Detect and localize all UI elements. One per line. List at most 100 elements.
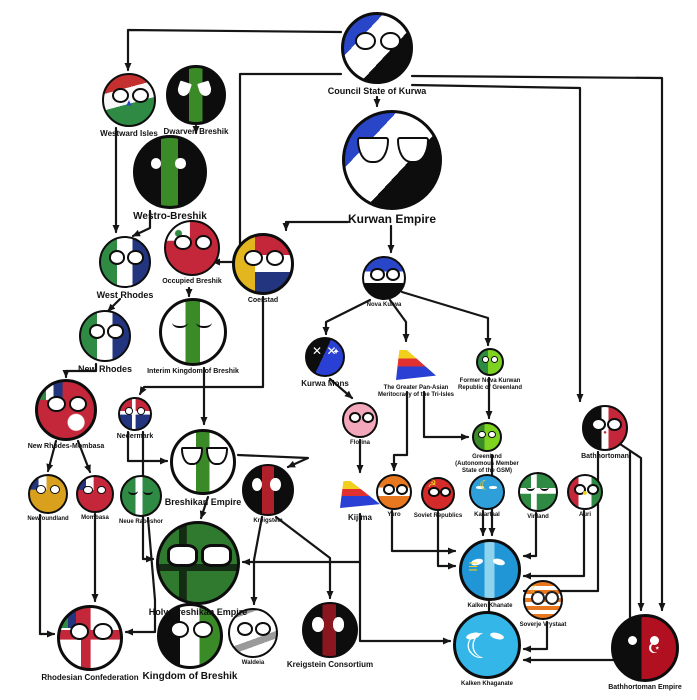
eye-icon (586, 484, 599, 496)
eye-icon (206, 447, 228, 466)
mombasa-label: Mombasa (81, 515, 109, 521)
eye-icon (265, 250, 285, 267)
eye-icon (49, 485, 60, 495)
arrow-14 (138, 295, 265, 396)
arrow-15 (322, 298, 372, 336)
arrow-3 (410, 74, 666, 612)
arrow-42 (38, 513, 56, 638)
arrow-44 (124, 516, 157, 636)
bathhortoman-empire-label: Bathhortoman Empire (608, 684, 682, 691)
eye-icon (35, 485, 46, 495)
waldeia-label: Waldeia (241, 660, 265, 666)
eye-icon (396, 136, 429, 164)
breshikan-empire-label: Breshikan Empire (164, 497, 242, 507)
arrow-41 (76, 439, 92, 474)
nova-kurwa-ball (362, 256, 406, 300)
arrow-47 (274, 515, 334, 600)
arrow-7 (211, 72, 343, 266)
dwarven-breshik-label: Dwarven Breshik (163, 127, 229, 136)
eye-icon (383, 484, 396, 496)
arrow-12 (62, 362, 98, 379)
eye-icon (489, 631, 505, 641)
waldeia-ball (228, 608, 278, 658)
arrow-46 (250, 515, 264, 606)
eye-icon (470, 557, 484, 566)
eye-icon (196, 317, 213, 329)
vinland-label: Vinland (527, 514, 549, 520)
new-rhodes-mombasa-label: New Rhodes-Mombasa (27, 443, 105, 450)
arrow-17 (400, 290, 492, 347)
eye-icon (136, 406, 146, 415)
eye-icon (107, 324, 124, 339)
yuro-ball (376, 474, 412, 510)
arrow-30 (618, 442, 645, 612)
kingdom-of-breshik-label: Kingdom of Breshik (142, 671, 238, 682)
eye-icon (465, 631, 481, 641)
eye-icon (478, 430, 486, 438)
greenland-autonomous-label: Greenland (Autonomous Member State of th… (455, 454, 519, 475)
vinland-ball (518, 472, 558, 512)
kreigstein-consortium-ball (302, 602, 358, 658)
dwarven-breshik-ball (166, 65, 226, 125)
eye-icon (386, 268, 401, 281)
auri-label: Auri (579, 512, 591, 518)
breshikan-empire-ball (170, 429, 236, 495)
eye-icon (180, 447, 203, 466)
eye-icon (174, 235, 192, 251)
interim-kingdom-of-breshik-label: Interim Kingdom of Breshik (147, 368, 239, 375)
eye-icon (439, 486, 452, 498)
kalken-khanate-ball: ☰ (459, 539, 521, 601)
eye-icon (175, 158, 186, 169)
eye-icon (530, 591, 545, 606)
eye-icon (354, 31, 376, 51)
eye-icon (255, 621, 272, 636)
eye-icon (492, 557, 506, 566)
kurwan-empire-ball (342, 110, 442, 210)
arrow-37 (199, 495, 210, 520)
arrow-18 (328, 377, 354, 400)
florina-ball (342, 402, 378, 438)
eye-icon (488, 430, 497, 438)
soverje-vrystaat-label: Soverje Vrystaat (519, 622, 567, 628)
rhodesian-confederation-label: Rhodesian Confederation (41, 673, 139, 682)
holy-breshikan-empire-ball (156, 521, 240, 605)
kalken-khaganate-label: Kalken Khaganate (460, 681, 514, 687)
arrow-24 (390, 509, 457, 555)
eye-icon (171, 317, 189, 329)
eye-icon (357, 136, 390, 164)
eye-icon (488, 486, 497, 490)
westro-breshik-ball (133, 135, 207, 209)
eye-icon (574, 484, 587, 496)
eye-icon (196, 80, 213, 98)
coerstad-label: Coerstad (247, 297, 279, 304)
eye-icon (539, 483, 550, 491)
eye-icon (166, 543, 198, 567)
eye-icon (124, 406, 134, 415)
eye-icon (142, 487, 153, 495)
westward-isles-ball: ▲ (102, 73, 156, 127)
eye-icon (175, 80, 192, 98)
eye-icon (169, 621, 190, 639)
eye-icon (649, 635, 660, 645)
eye-icon (83, 485, 93, 495)
kurwan-empire-label: Kurwan Empire (347, 212, 437, 226)
soverje-vrystaat-ball: ☾ (523, 580, 563, 620)
eye-icon (544, 591, 559, 606)
newfoundland-ball (28, 474, 68, 514)
dot-icon: ● (603, 430, 607, 436)
eye-icon (128, 487, 138, 495)
arrow-25 (436, 510, 457, 570)
eye-icon (243, 250, 263, 267)
bathhortoman-label: Bathhortoman (581, 453, 629, 460)
eye-icon (96, 485, 107, 495)
eye-icon (112, 87, 129, 103)
tri-isles-label: The Greater Pan-Asian Meritocracy of the… (377, 385, 455, 399)
soviet-republics-ball: ☭ (421, 477, 455, 511)
kafartaal-ball: ☾ (469, 474, 505, 510)
eye-icon (427, 486, 440, 498)
west-rhodes-label: West Rhodes (96, 290, 154, 300)
arrow-1 (124, 28, 343, 72)
eye-icon (380, 31, 402, 51)
arrow-21 (422, 390, 470, 441)
